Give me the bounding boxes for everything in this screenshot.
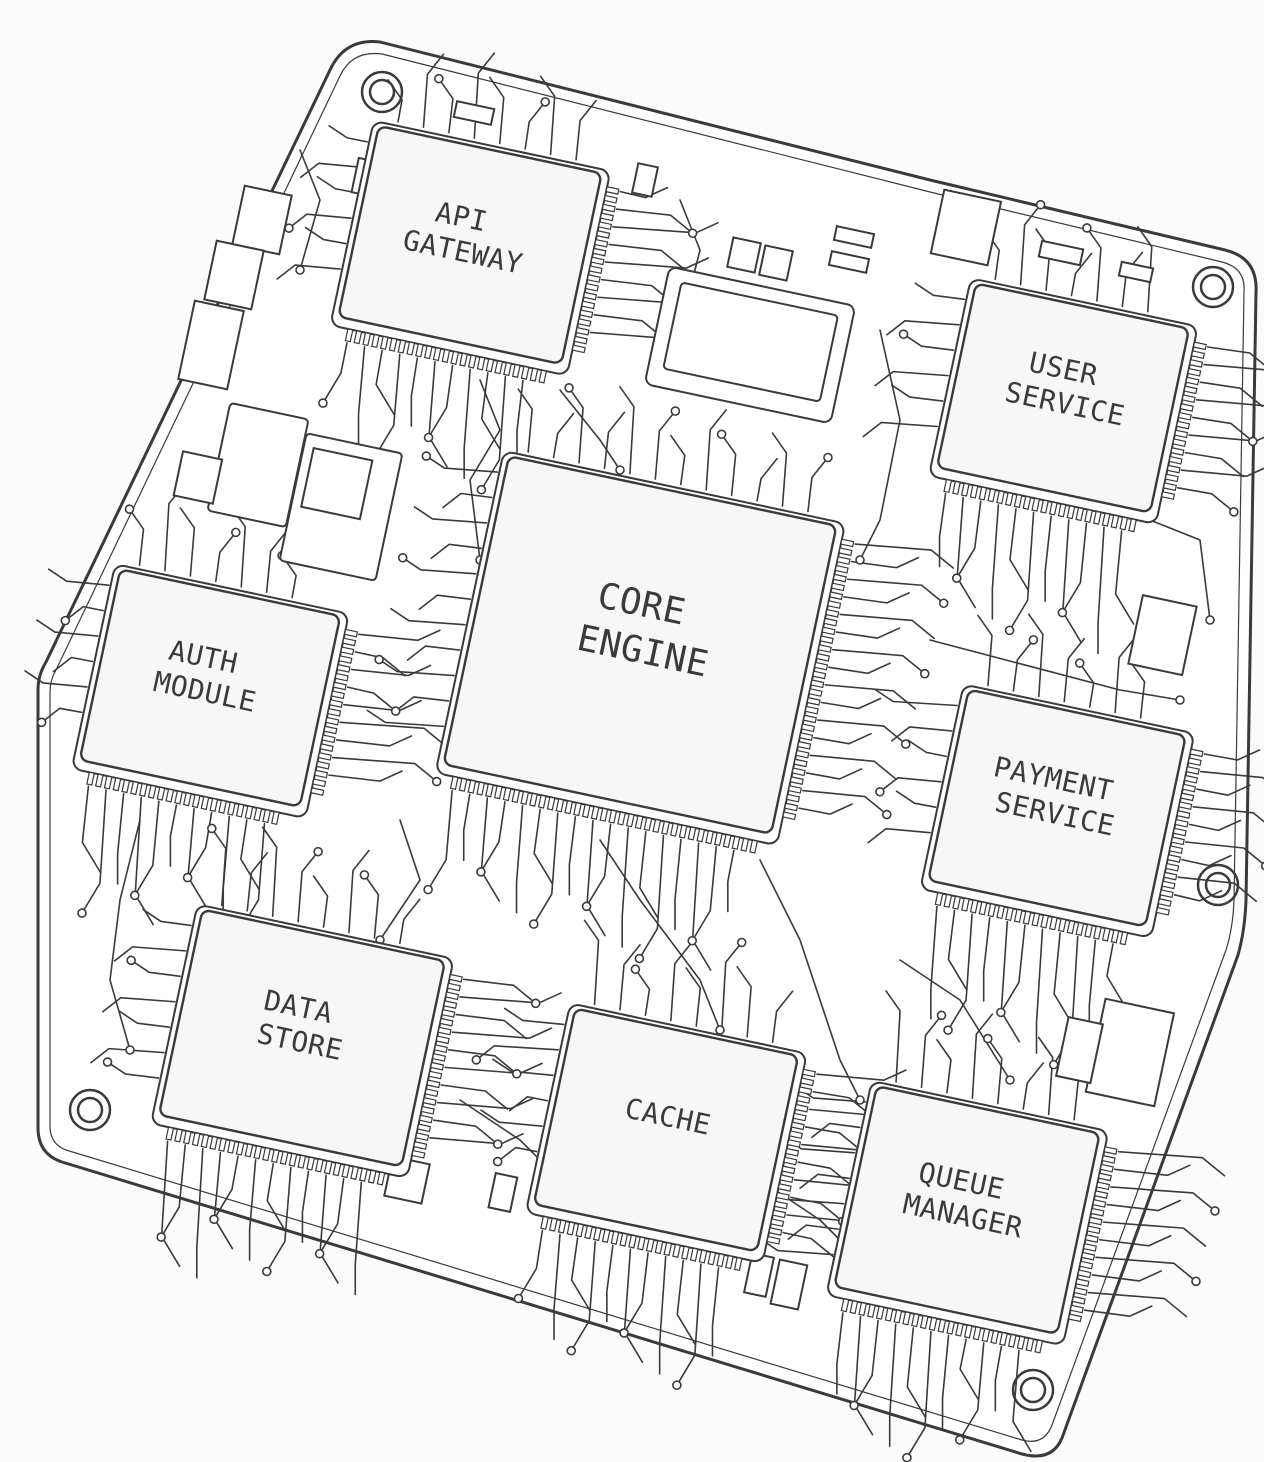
mounting-hole-icon xyxy=(1011,1368,1055,1412)
capacitor xyxy=(172,450,224,505)
chip-queue-manager xyxy=(827,1081,1118,1354)
chip-user-service xyxy=(929,279,1207,533)
chip-data-store xyxy=(151,905,463,1186)
chip-payment-service xyxy=(921,685,1204,946)
mounting-hole-icon xyxy=(360,70,404,114)
resistor xyxy=(758,244,794,282)
resistor xyxy=(452,100,496,126)
side-connector xyxy=(177,299,245,391)
resistor xyxy=(630,162,660,198)
small-components xyxy=(172,100,1198,1311)
chip-api-gateway xyxy=(331,121,620,384)
capacitor xyxy=(1127,593,1198,677)
resistor xyxy=(1037,239,1085,267)
resistor xyxy=(726,236,762,274)
side-connector xyxy=(203,239,265,311)
capacitor xyxy=(1054,1015,1105,1085)
mounting-holes xyxy=(68,70,1240,1412)
mounting-hole-icon xyxy=(1191,265,1235,309)
resistor xyxy=(487,1171,519,1214)
capacitor xyxy=(929,188,1003,267)
resistor xyxy=(769,1258,809,1311)
chip-cache xyxy=(526,1004,817,1272)
mounting-hole-icon xyxy=(1196,863,1240,907)
chips xyxy=(72,121,1207,1354)
resistor xyxy=(832,225,876,249)
circuit-traces xyxy=(24,52,1264,1459)
header-connector xyxy=(279,432,403,582)
mounting-hole-icon xyxy=(68,1088,112,1132)
chip-auth-module xyxy=(72,564,359,826)
connector-block xyxy=(645,267,855,423)
resistor xyxy=(1117,260,1155,284)
chip-core-engine xyxy=(436,451,855,854)
resistor xyxy=(827,250,871,274)
